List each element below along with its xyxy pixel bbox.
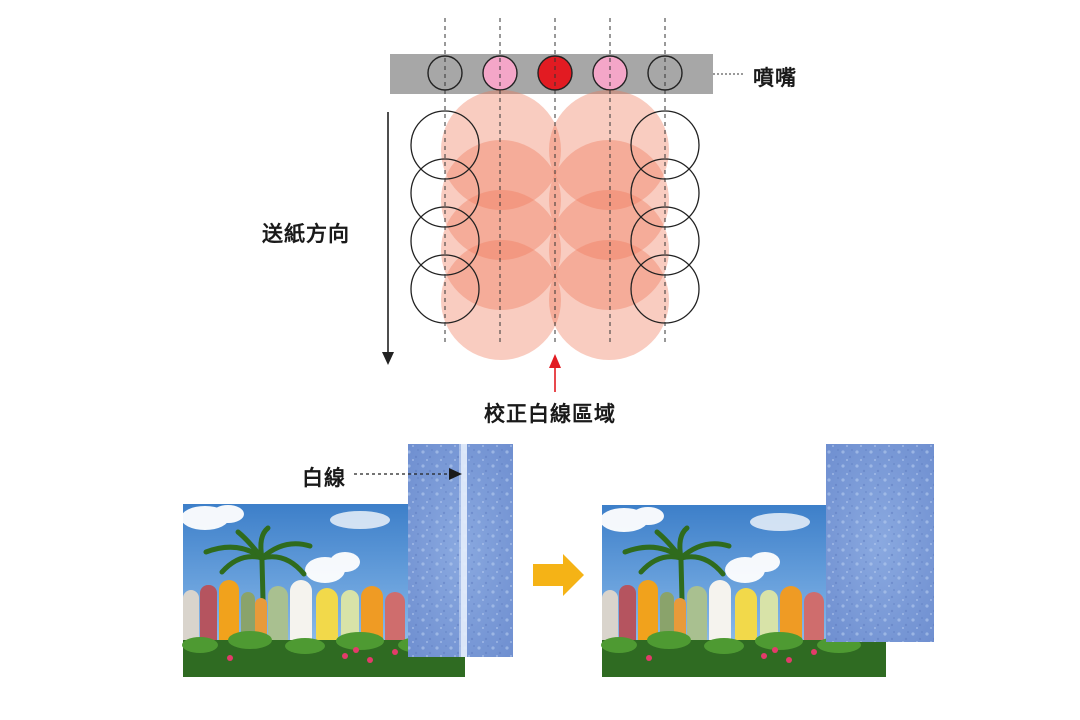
ink-dot-pattern bbox=[410, 90, 700, 360]
calibration-arrow-icon bbox=[549, 354, 561, 392]
sample-print-after bbox=[600, 444, 934, 677]
white-line-label: 白線 bbox=[302, 466, 346, 490]
nozzle-label: 噴嘴 bbox=[753, 66, 797, 90]
sample-print-before bbox=[181, 444, 513, 677]
nozzle-head bbox=[390, 54, 745, 94]
paper-direction-label: 送紙方向 bbox=[262, 222, 350, 246]
white-line-stripe bbox=[461, 444, 467, 657]
blue-swatch-after bbox=[826, 444, 934, 642]
blue-swatch-before bbox=[408, 444, 513, 657]
nozzle-guide-lines bbox=[444, 18, 666, 342]
calibration-zone-label: 校正白線區域 bbox=[484, 402, 616, 426]
paper-direction-arrow-icon bbox=[382, 112, 394, 365]
white-line-pointer-arrow-icon bbox=[354, 468, 462, 480]
process-arrow-icon bbox=[533, 554, 584, 596]
